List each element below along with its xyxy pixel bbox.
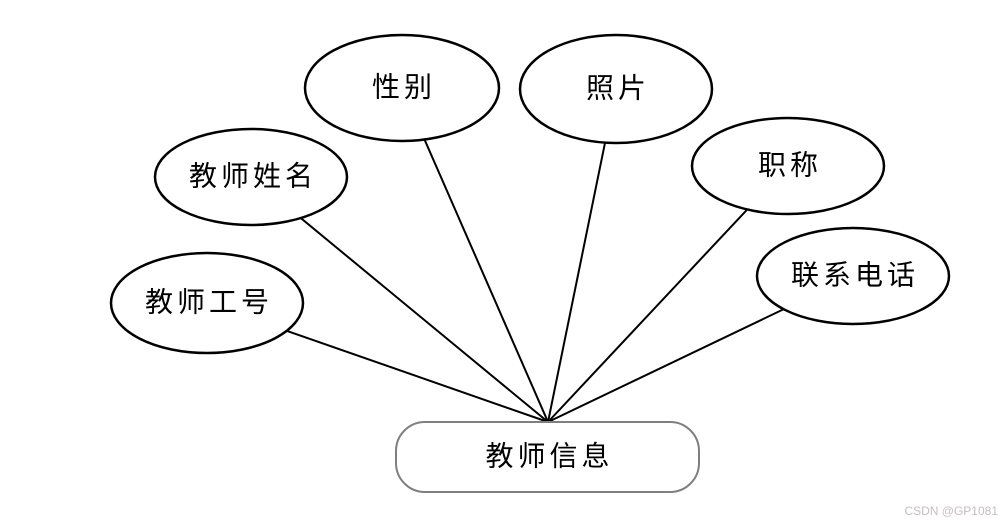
attribute-node-contact-phone: 联系电话 [755, 226, 951, 326]
attribute-node-teacher-name: 教师姓名 [153, 127, 349, 227]
attribute-ellipse-gender [303, 33, 501, 143]
attribute-node-photo: 照片 [518, 33, 714, 145]
attribute-node-gender: 性别 [303, 33, 501, 143]
entity-label-teacher-info: 教师信息 [485, 441, 613, 473]
attribute-node-title: 职称 [690, 116, 886, 216]
attribute-label-gender: 性别 [372, 72, 436, 104]
attribute-ellipse-contact-phone [755, 226, 951, 326]
attribute-label-teacher-id: 教师工号 [145, 287, 273, 319]
watermark: CSDN @GP1081 [904, 504, 998, 518]
attribute-node-teacher-id: 教师工号 [109, 251, 305, 355]
attribute-label-title: 职称 [758, 150, 822, 182]
attribute-label-teacher-name: 教师姓名 [189, 161, 317, 193]
attribute-ellipse-teacher-id [109, 251, 305, 355]
attribute-ellipse-photo [518, 33, 714, 145]
entity-rect-teacher-info [395, 421, 700, 493]
attribute-label-contact-phone: 联系电话 [791, 260, 919, 292]
attribute-ellipse-title [690, 116, 886, 216]
entity-node-teacher-info: 教师信息 [395, 421, 700, 493]
connector-line-gender [401, 87, 549, 423]
connector-line-photo [547, 88, 617, 423]
attribute-ellipse-teacher-name [153, 127, 349, 227]
attribute-label-photo: 照片 [586, 73, 650, 105]
